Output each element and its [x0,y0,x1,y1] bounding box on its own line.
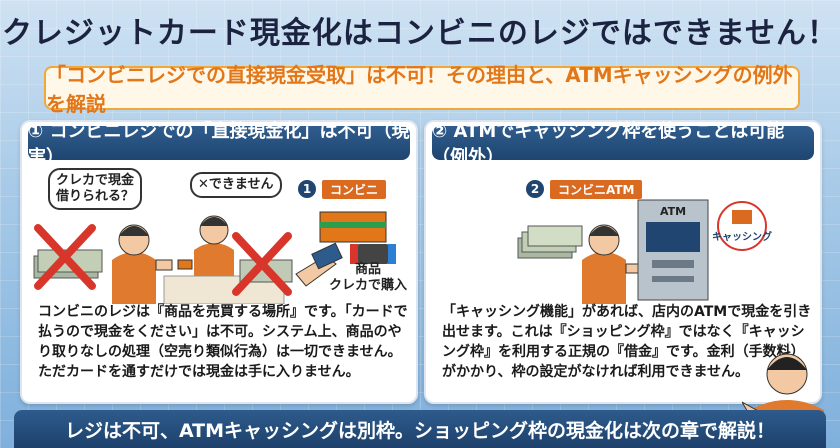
right-card-body: 「キャッシング機能」があれば、店内のATMで現金を引き出せます。これは『ショッピ… [442,304,812,380]
product-label: 商品 クレカで購入 [328,262,407,293]
atm-machine-icon [637,199,709,301]
clerk-speech-bubble: ✕できません [190,172,282,198]
customer-speech-bubble: クレカで現金 借りられる？ [48,168,143,210]
credit-card-icon [177,259,193,270]
left-illustration: クレカで現金 借りられる？ ✕できません 1 コンビニ 商品 クレカで購入 [30,164,408,305]
footer-banner: レジは不可、ATMキャッシングは別枠。ショッピング枠の現金化は次の章で解説！ [14,410,826,448]
step-number-badge: 2 [526,180,544,198]
customer-figure-icon [582,224,645,304]
atm-label: ATM [659,205,687,218]
cashing-circle-icon [717,201,767,251]
customer-figure-icon [112,224,173,304]
page-title: クレジットカード現金化はコンビニのレジではできません！ [1,16,839,51]
subtitle-banner: 「コンビニレジでの直接現金受取」は不可！その理由と、ATMキャッシングの例外を解… [44,63,800,116]
left-card: ① コンビニレジでの「直接現金化」は不可（現実） [20,120,418,404]
atm-tag: コンビニATM [550,180,643,199]
game-console-icon [356,244,390,264]
step-number-badge: 1 [298,180,316,198]
store-front-icon [319,211,396,264]
left-card-heading: ① コンビニレジでの「直接現金化」は不可（現実） [28,121,410,168]
cross-mark-icon [34,224,96,290]
cross-mark-icon [232,232,292,296]
atm-scene [517,199,767,304]
hand-card-icon [295,242,343,287]
right-illustration: 2 コンビニATM ATM キャッシング [434,164,812,304]
right-card-heading: ② ATMでキャッシング枠を使うことは可能（例外） [432,121,814,168]
cashing-label: キャッシング [712,232,772,243]
convenience-store-scene [33,211,396,305]
right-card: ② ATMでキャッシング枠を使うことは可能（例外） [424,120,822,404]
store-tag: コンビニ [322,180,387,199]
cash-stack-icon [517,225,583,259]
clerk-figure-icon [194,215,234,276]
left-card-body: コンビニのレジは『商品を売買する場所』です。「カードで払うので現金をください」は… [38,304,408,380]
